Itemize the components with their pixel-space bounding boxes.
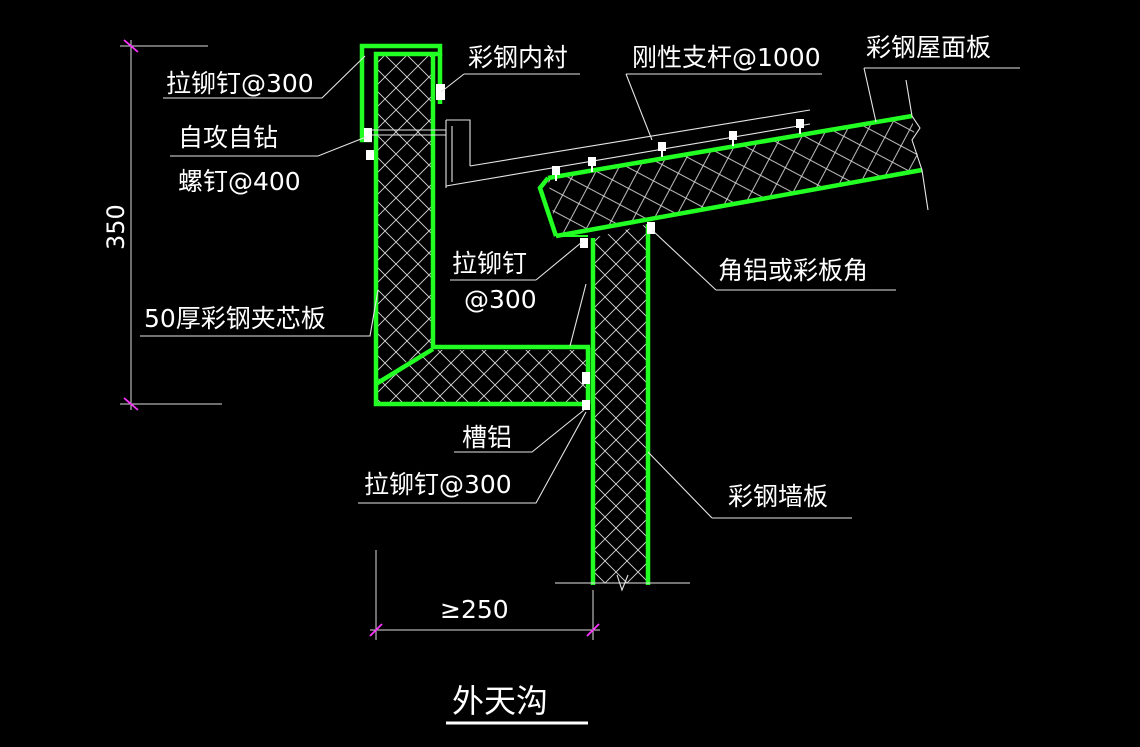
rivets bbox=[364, 84, 655, 410]
label-aluminum-angle: 角铝或彩板角 bbox=[718, 256, 868, 285]
label-sandwich-panel: 50厚彩钢夹芯板 bbox=[144, 304, 326, 333]
leader-lines bbox=[140, 55, 1020, 519]
wall-cut-line bbox=[555, 574, 690, 592]
drawing-title: 外天沟 bbox=[452, 682, 548, 720]
dimension-height-value: 350 bbox=[102, 204, 130, 250]
roof-panel-outline bbox=[537, 113, 923, 239]
label-self-tapping-2: 螺钉@400 bbox=[178, 167, 301, 196]
rigid-support-rod bbox=[372, 109, 811, 188]
height-dimension bbox=[120, 39, 222, 411]
label-channel-aluminum: 槽铝 bbox=[462, 423, 512, 452]
label-wall-panel: 彩钢墙板 bbox=[728, 482, 828, 511]
label-inner-liner: 彩钢内衬 bbox=[468, 43, 568, 72]
label-rivet-bottom: 拉铆钉@300 bbox=[364, 470, 512, 499]
roof-screws bbox=[552, 119, 804, 181]
wall-insulation-hatch bbox=[593, 224, 648, 583]
width-dimension bbox=[369, 550, 600, 640]
label-roof-panel: 彩钢屋面板 bbox=[866, 33, 991, 62]
wall-panel-outline bbox=[590, 224, 651, 585]
label-rivet-top: 拉铆钉@300 bbox=[166, 69, 314, 98]
label-self-tapping-1: 自攻自钻 bbox=[178, 123, 278, 152]
roof-cut-line bbox=[905, 79, 929, 211]
roof-insulation-hatch bbox=[548, 118, 920, 236]
dimension-width-value: ≥250 bbox=[440, 595, 509, 624]
label-rivet-mid-2: @300 bbox=[464, 285, 537, 314]
gutter-sandwich-panel bbox=[359, 43, 591, 407]
label-rivet-mid-1: 拉铆钉 bbox=[452, 249, 527, 278]
label-rigid-rod: 刚性支杆@1000 bbox=[632, 43, 821, 72]
